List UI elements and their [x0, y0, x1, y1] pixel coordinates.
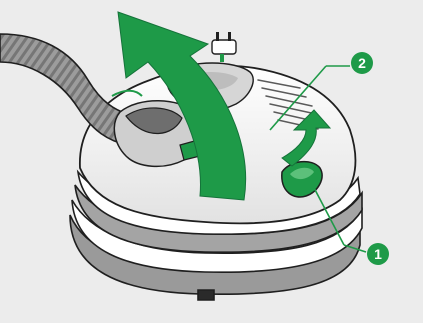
power-plug-icon [212, 32, 236, 62]
callout-1-label: 1 [374, 246, 382, 262]
callout-2-label: 2 [358, 55, 366, 71]
